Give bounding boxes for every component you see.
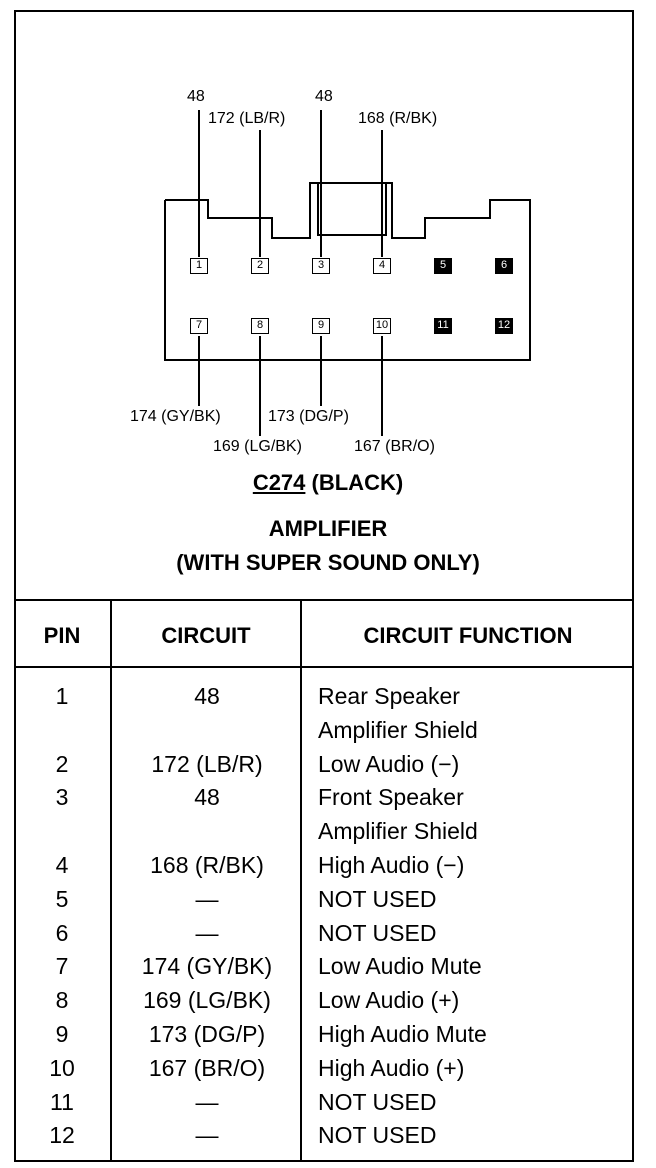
cell-function: High Audio Mute xyxy=(318,1021,487,1047)
cell-circuit: 48 xyxy=(194,784,220,811)
connector-diagram: 48 172 (LB/R) 48 168 (R/BK) 1 2 3 4 5 6 … xyxy=(0,88,656,575)
cell-pin: 6 xyxy=(55,919,69,946)
cell-pin: 5 xyxy=(55,885,69,912)
pin-7: 7 xyxy=(190,318,208,334)
wire-pin4 xyxy=(381,130,383,257)
connector-id: C274 xyxy=(252,470,306,495)
table-top-rule xyxy=(14,599,634,601)
cell-function: Low Audio Mute xyxy=(318,953,482,980)
wire-pin1 xyxy=(198,110,200,257)
cell-function: High Audio (+) xyxy=(318,1054,465,1081)
cell-circuit: — xyxy=(195,885,219,912)
wire-pin7 xyxy=(198,336,200,406)
component-note: (WITH SUPER SOUND ONLY) xyxy=(176,550,480,575)
cell-circuit: 48 xyxy=(194,683,220,709)
cell-pin: 12 xyxy=(49,1122,75,1149)
cell-function: NOT USED xyxy=(318,919,437,946)
wire-pin3 xyxy=(320,110,322,257)
cell-function: NOT USED xyxy=(318,1088,437,1115)
cell-pin: 1 xyxy=(55,683,69,709)
cell-pin: 3 xyxy=(55,784,69,811)
pin-11: 11 xyxy=(434,318,452,334)
pin-3: 3 xyxy=(312,258,330,274)
pin-5: 5 xyxy=(434,258,452,274)
connector-title: C274 (BLACK) xyxy=(0,470,656,496)
pin-9: 9 xyxy=(312,318,330,334)
cell-circuit: — xyxy=(195,919,219,946)
pin-4: 4 xyxy=(373,258,391,274)
cell-pin: 10 xyxy=(49,1054,75,1081)
connector-color: (BLACK) xyxy=(311,470,404,495)
cell-pin: 9 xyxy=(55,1021,69,1047)
cell-function: Rear Speaker xyxy=(318,683,460,709)
table-col-rule-1 xyxy=(110,599,112,668)
cell-pin: 11 xyxy=(50,1088,74,1115)
pin-2: 2 xyxy=(251,258,269,274)
wire-label-pin10: 167 (BR/O) xyxy=(354,438,435,455)
connector-housing xyxy=(164,182,531,361)
wire-label-pin2: 172 (LB/R) xyxy=(208,110,286,127)
pin-6: 6 xyxy=(495,258,513,274)
wire-pin9 xyxy=(320,336,322,406)
cell-function: Amplifier Shield xyxy=(318,716,478,743)
pin-8: 8 xyxy=(251,318,269,334)
cell-circuit: 173 (DG/P) xyxy=(148,1021,266,1047)
cell-pin: 7 xyxy=(55,953,69,980)
wire-label-pin1: 48 xyxy=(187,88,205,105)
cell-circuit: 174 (GY/BK) xyxy=(141,953,273,980)
cell-circuit: 172 (LB/R) xyxy=(151,750,263,777)
cell-function: Low Audio (−) xyxy=(318,750,460,777)
wire-label-pin7: 174 (GY/BK) xyxy=(130,408,221,425)
cell-pin: 2 xyxy=(55,750,69,777)
cell-circuit: 168 (R/BK) xyxy=(150,852,264,878)
table-col-rule-1b xyxy=(110,668,112,1162)
table-header-rule xyxy=(14,666,634,668)
wire-label-pin8: 169 (LG/BK) xyxy=(213,438,302,455)
cell-pin: 4 xyxy=(55,852,69,878)
cell-circuit: — xyxy=(195,1088,219,1115)
pin-12: 12 xyxy=(495,318,513,334)
wire-label-pin9: 173 (DG/P) xyxy=(268,408,349,425)
page-frame xyxy=(14,10,634,1162)
header-pin: PIN xyxy=(43,623,81,648)
cell-function: NOT USED xyxy=(318,1122,437,1149)
cell-circuit: — xyxy=(195,1122,219,1149)
pin-1: 1 xyxy=(190,258,208,274)
wire-pin2 xyxy=(259,130,261,257)
wire-label-pin3: 48 xyxy=(315,88,333,105)
cell-function: Amplifier Shield xyxy=(318,818,478,845)
component-name: AMPLIFIER xyxy=(268,516,388,541)
wire-label-pin4: 168 (R/BK) xyxy=(358,110,438,127)
cell-function: NOT USED xyxy=(318,885,437,912)
cell-function: High Audio (−) xyxy=(318,852,465,878)
pin-10: 10 xyxy=(373,318,391,334)
cell-function: Front Speaker xyxy=(318,784,464,811)
cell-function: Low Audio (+) xyxy=(318,987,460,1014)
cell-circuit: 167 (BR/O) xyxy=(148,1054,266,1081)
header-circuit: CIRCUIT xyxy=(161,623,251,648)
table-col-rule-2 xyxy=(300,599,302,1162)
cell-pin: 8 xyxy=(55,987,69,1014)
wire-pin8 xyxy=(259,336,261,436)
header-function: CIRCUIT FUNCTION xyxy=(363,623,573,648)
wire-pin10 xyxy=(381,336,383,436)
cell-circuit: 169 (LG/BK) xyxy=(143,987,271,1014)
